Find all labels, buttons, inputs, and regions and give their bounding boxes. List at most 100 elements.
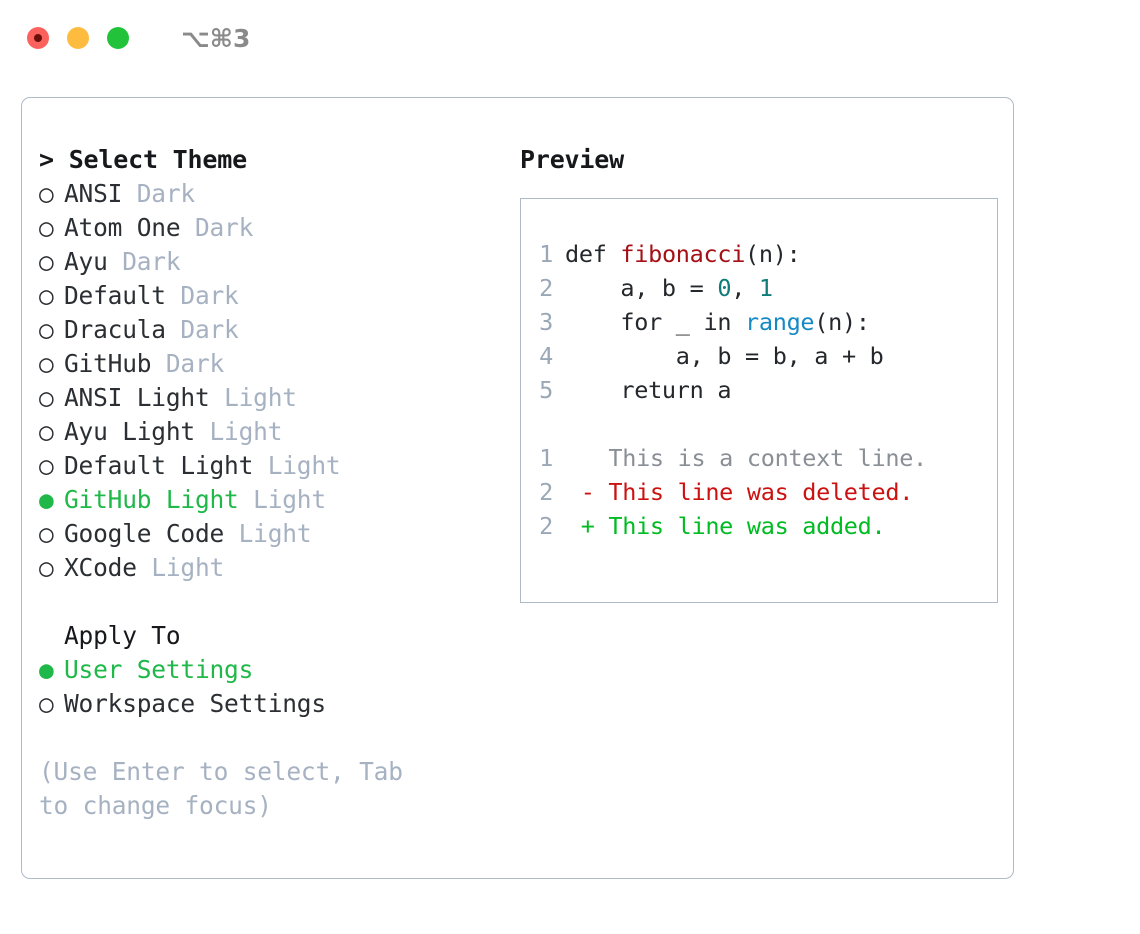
radio-unselected-icon: ○ — [39, 179, 54, 208]
theme-option-label: ANSI Light — [64, 383, 210, 412]
theme-option-label: GitHub — [64, 349, 152, 378]
keyboard-shortcut-label: ⌥⌘3 — [181, 23, 251, 53]
theme-selector-column: > Select Theme ○ANSI Dark○Atom One Dark○… — [39, 143, 501, 878]
code-token-num: 0 — [717, 274, 732, 302]
theme-option-variant: Dark — [122, 179, 195, 208]
theme-option-google-code[interactable]: ○ Google Code Light — [39, 517, 501, 551]
apply-to-option-label: User Settings — [64, 655, 254, 684]
theme-option-xcode[interactable]: ○XCode Light — [39, 551, 501, 585]
select-theme-heading: > Select Theme — [39, 145, 247, 174]
code-token-plain: (n): — [814, 308, 870, 336]
diff-line-text: + This line was added. — [553, 512, 886, 540]
minimize-button[interactable] — [67, 27, 89, 49]
code-token-plain: a, b = b, a + b — [565, 342, 884, 370]
diff-line-number: 2 — [539, 512, 553, 540]
theme-option-ansi-light[interactable]: ○ ANSI Light Light — [39, 381, 501, 415]
radio-unselected-icon: ○ — [39, 349, 54, 378]
theme-option-default-light[interactable]: ○ Default Light Light — [39, 449, 501, 483]
radio-unselected-icon: ○ — [39, 689, 54, 718]
theme-option-variant: Light — [209, 383, 297, 412]
theme-option-label: Ayu Light — [64, 417, 195, 446]
code-token-plain: a, b = — [565, 274, 718, 302]
content-panel: > Select Theme ○ANSI Dark○Atom One Dark○… — [21, 97, 1014, 879]
theme-option-github-light[interactable]: ● GitHub Light Light — [39, 483, 501, 517]
radio-unselected-icon: ○ — [39, 519, 54, 548]
diff-line-add: 2 + This line was added. — [539, 509, 997, 543]
radio-unselected-icon: ○ — [39, 451, 54, 480]
diff-sample: 1 This is a context line.2 - This line w… — [539, 441, 997, 543]
diff-line-number: 2 — [539, 478, 553, 506]
apply-to-option-list[interactable]: ●User Settings○ Workspace Settings — [39, 653, 501, 721]
theme-option-label: Dracula — [64, 315, 166, 344]
list-spacer — [39, 585, 501, 619]
theme-option-list[interactable]: ○ANSI Dark○Atom One Dark○Ayu Dark○Defaul… — [39, 177, 501, 585]
code-token-plain: , — [731, 274, 759, 302]
radio-unselected-icon: ○ — [39, 281, 54, 310]
close-button[interactable] — [27, 27, 49, 49]
diff-line-number: 1 — [539, 444, 553, 472]
theme-option-ayu-light[interactable]: ○Ayu Light Light — [39, 415, 501, 449]
theme-option-ayu[interactable]: ○ Ayu Dark — [39, 245, 501, 279]
theme-option-github[interactable]: ○ GitHub Dark — [39, 347, 501, 381]
apply-to-option-label: Workspace Settings — [64, 689, 326, 718]
theme-option-variant: Light — [136, 553, 225, 582]
code-line-number: 2 — [539, 274, 553, 302]
code-line-number: 3 — [539, 308, 553, 336]
theme-option-label: Atom One — [64, 213, 181, 242]
theme-option-variant: Light — [224, 519, 312, 548]
window-controls — [27, 27, 129, 49]
code-token-plain: (n): — [745, 240, 801, 268]
apply-to-heading: Apply To — [64, 621, 181, 650]
code-token-fn: fibonacci — [620, 240, 746, 268]
keyboard-hint-text: (Use Enter to select, Tab to change focu… — [39, 757, 403, 820]
theme-option-label: Default — [64, 281, 166, 310]
diff-line-text: - This line was deleted. — [553, 478, 914, 506]
diff-line-text: This is a context line. — [553, 444, 927, 472]
code-line-number: 1 — [539, 240, 553, 268]
apply-to-option-user-settings[interactable]: ●User Settings — [39, 653, 501, 687]
theme-option-variant: Dark — [107, 247, 181, 276]
theme-option-label: GitHub Light — [64, 485, 239, 514]
theme-option-dracula[interactable]: ○ Dracula Dark — [39, 313, 501, 347]
theme-option-label: Ayu — [64, 247, 108, 276]
title-bar: ⌥⌘3 — [0, 0, 1140, 76]
code-line: 4 a, b = b, a + b — [539, 339, 997, 373]
apply-to-option-workspace-settings[interactable]: ○ Workspace Settings — [39, 687, 501, 721]
theme-option-label: Google Code — [64, 519, 225, 548]
code-token-kw: def — [565, 240, 621, 268]
theme-option-atom-one[interactable]: ○ Atom One Dark — [39, 211, 501, 245]
code-line: 3 for _ in range(n): — [539, 305, 997, 339]
theme-option-variant: Dark — [165, 281, 239, 310]
code-line: 5 return a — [539, 373, 997, 407]
code-line: 1 def fibonacci(n): — [539, 237, 997, 271]
theme-option-ansi[interactable]: ○ANSI Dark — [39, 177, 501, 211]
preview-heading: Preview — [520, 145, 624, 174]
radio-unselected-icon: ○ — [39, 247, 54, 276]
radio-unselected-icon: ○ — [39, 315, 54, 344]
theme-option-variant: Dark — [165, 315, 239, 344]
code-diff-separator — [539, 407, 997, 441]
maximize-button[interactable] — [107, 27, 129, 49]
code-token-kw: return a — [565, 376, 732, 404]
theme-option-label: Default Light — [64, 451, 254, 480]
theme-option-default[interactable]: ○ Default Dark — [39, 279, 501, 313]
code-line-number: 5 — [539, 376, 553, 404]
theme-option-variant: Light — [238, 485, 326, 514]
radio-unselected-icon: ○ — [39, 553, 54, 582]
radio-unselected-icon: ○ — [39, 383, 54, 412]
theme-option-variant: Light — [253, 451, 341, 480]
theme-option-variant: Dark — [180, 213, 254, 242]
radio-unselected-icon: ○ — [39, 417, 54, 446]
radio-selected-icon: ● — [39, 485, 54, 514]
code-token-call: range — [745, 308, 815, 336]
code-line: 2 a, b = 0, 1 — [539, 271, 997, 305]
code-token-num: 1 — [758, 274, 773, 302]
theme-option-variant: Dark — [151, 349, 225, 378]
code-line-number: 4 — [539, 342, 553, 370]
radio-unselected-icon: ○ — [39, 213, 54, 242]
diff-line-del: 2 - This line was deleted. — [539, 475, 997, 509]
